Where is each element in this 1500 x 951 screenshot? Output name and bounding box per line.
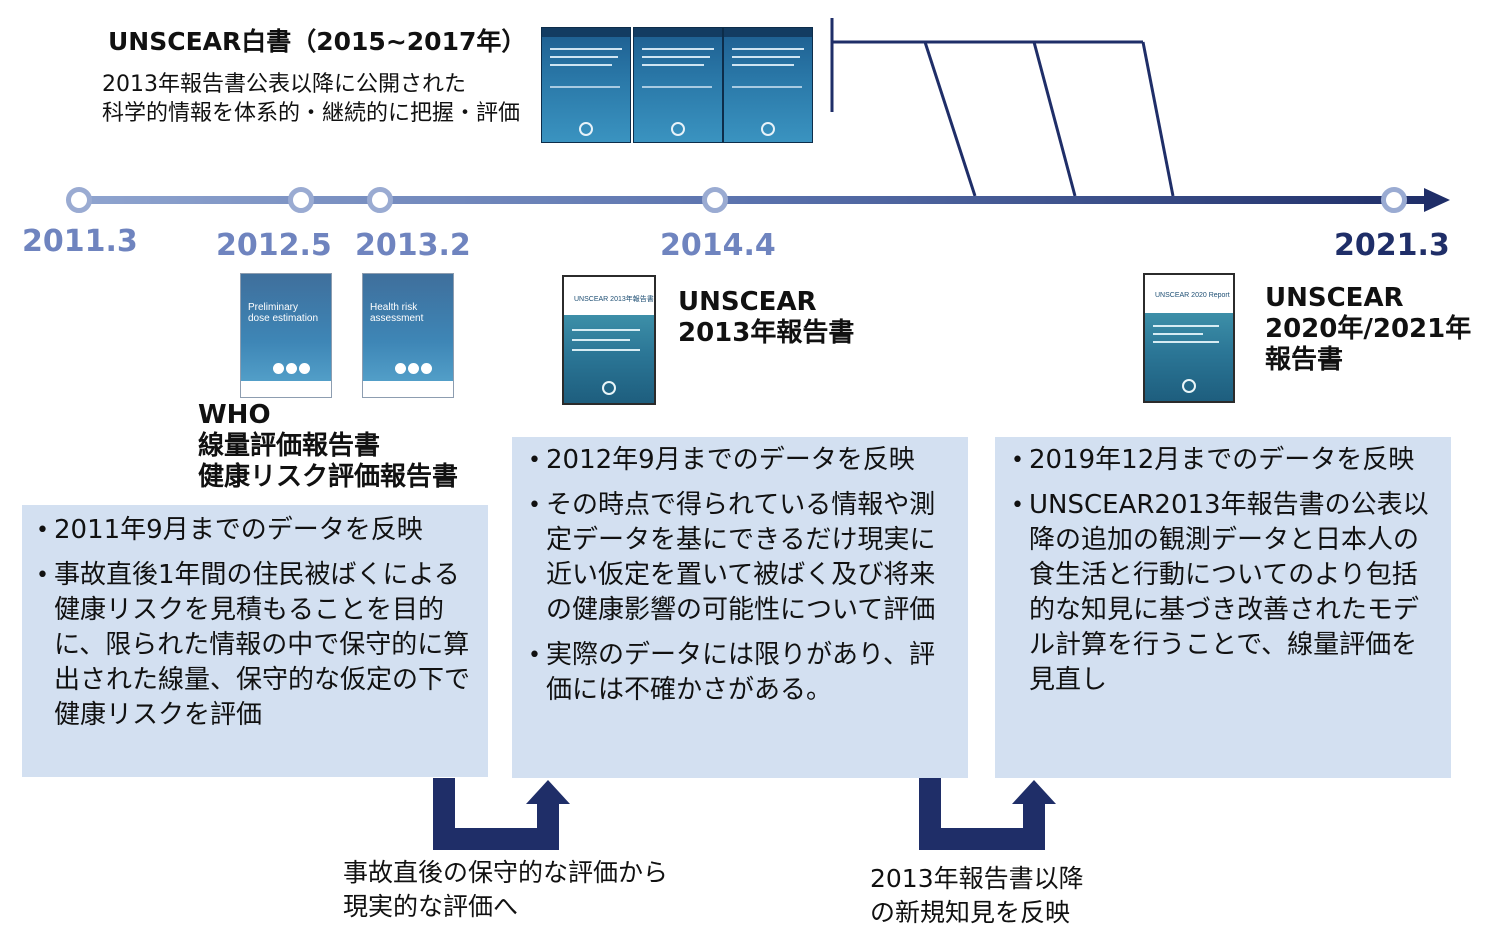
white-paper-title: UNSCEAR白書（2015~2017年） [108, 27, 527, 56]
year-label-2012-5: 2012.5 [216, 228, 332, 263]
transition-caption-1-line2: 現実的な評価へ [343, 892, 519, 921]
who-health-risk-report-cover: Health risk assessment [362, 273, 454, 398]
unscear-2013-label: UNSCEAR 2013年報告書 [678, 287, 854, 349]
who-cover2-line1: Health risk [370, 302, 418, 313]
unscear-2013-label-line2: 2013年報告書 [678, 318, 855, 348]
unscear-2020-summary-item: 2019年12月までのデータを反映 [1009, 443, 1439, 478]
unscear-2013-cover-title: UNSCEAR 2013年報告書 [574, 296, 654, 303]
who-cover1-line2: dose estimation [248, 313, 319, 324]
transition-caption-1: 事故直後の保守的な評価から 現実的な評価へ [343, 856, 668, 924]
white-paper-cover-2016 [633, 27, 723, 143]
year-label-2021-3: 2021.3 [1334, 228, 1450, 263]
unscear-2013-summary-box: 2012年9月までのデータを反映 その時点で得られている情報や測定データを基にで… [512, 437, 968, 778]
transition-caption-2: 2013年報告書以降 の新規知見を反映 [870, 862, 1084, 930]
transition-caption-1-line1: 事故直後の保守的な評価から [343, 858, 669, 887]
timeline-node-2013-2 [367, 187, 393, 213]
year-label-2011-3: 2011.3 [22, 224, 138, 259]
white-paper-cover-2015 [541, 27, 631, 143]
timeline-node-2014-4 [702, 187, 728, 213]
transition-caption-2-line1: 2013年報告書以降 [870, 864, 1084, 893]
who-label-line2: 線量評価報告書 [198, 431, 381, 461]
unscear-2020-label-line3: 報告書 [1265, 345, 1344, 375]
unscear-2013-summary-item: 実際のデータには限りがあり、評価には不確かさがある。 [526, 638, 954, 708]
unscear-2013-label-line1: UNSCEAR [678, 287, 817, 317]
who-summary-box: 2011年9月までのデータを反映 事故直後1年間の住民被ばくによる健康リスクを見… [22, 505, 488, 777]
unscear-2013-summary-item: 2012年9月までのデータを反映 [526, 443, 954, 478]
timeline-axis [78, 196, 1430, 204]
who-label-line3: 健康リスク評価報告書 [198, 462, 459, 492]
unscear-2020-label-line1: UNSCEAR [1265, 283, 1404, 313]
unscear-2013-report-cover: UNSCEAR 2013年報告書 [562, 275, 656, 405]
white-paper-description: 2013年報告書公表以降に公開された 科学的情報を体系的・継続的に把握・評価 [102, 70, 520, 128]
unscear-2020-summary-item: UNSCEAR2013年報告書の公表以降の追加の観測データと日本人の食生活と行動… [1009, 488, 1439, 698]
unscear-2013-summary-item: その時点で得られている情報や測定データを基にできるだけ現実に近い仮定を置いて被ば… [526, 488, 954, 628]
unscear-2020-label: UNSCEAR 2020年/2021年 報告書 [1265, 283, 1471, 376]
timeline-arrowhead [1424, 188, 1450, 212]
transition-caption-2-line2: の新規知見を反映 [870, 898, 1071, 927]
who-summary-item: 事故直後1年間の住民被ばくによる健康リスクを見積もることを目的に、限られた情報の… [34, 558, 478, 733]
unscear-2020-label-line2: 2020年/2021年 [1265, 314, 1472, 344]
who-cover2-line2: assessment [370, 313, 424, 324]
who-dose-report-cover: Preliminary dose estimation [240, 273, 332, 398]
white-paper-desc-line2: 科学的情報を体系的・継続的に把握・評価 [102, 101, 521, 126]
who-label-line1: WHO [198, 400, 271, 430]
who-cover1-line1: Preliminary [248, 302, 299, 313]
unscear-2020-report-cover: UNSCEAR 2020 Report [1143, 273, 1235, 403]
year-label-2013-2: 2013.2 [355, 228, 471, 263]
white-paper-cover-2017 [723, 27, 813, 143]
timeline-node-2021-3 [1381, 187, 1407, 213]
year-label-2014-4: 2014.4 [660, 228, 776, 263]
white-paper-desc-line1: 2013年報告書公表以降に公開された [102, 72, 466, 97]
timeline-node-2011-3 [66, 187, 92, 213]
unscear-2020-summary-box: 2019年12月までのデータを反映 UNSCEAR2013年報告書の公表以降の追… [995, 437, 1451, 778]
who-summary-item: 2011年9月までのデータを反映 [34, 513, 478, 548]
timeline-node-2012-5 [288, 187, 314, 213]
who-report-label: WHO 線量評価報告書 健康リスク評価報告書 [198, 400, 458, 493]
unscear-2020-cover-title: UNSCEAR 2020 Report [1155, 292, 1230, 299]
